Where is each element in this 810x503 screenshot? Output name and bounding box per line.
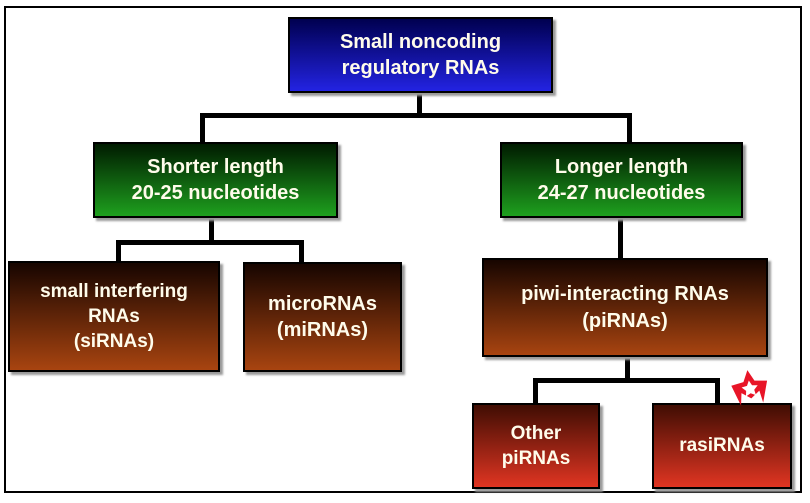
connector-to-mirna (299, 240, 304, 263)
node-shorter-length: Shorter length 20-25 nucleotides (93, 142, 338, 218)
connector-root-stub (417, 93, 422, 117)
connector-to-rasirnas (715, 378, 720, 404)
connector-to-shorter (200, 113, 205, 143)
connector-tier3-horizontal (533, 378, 720, 383)
star-inner-shape (741, 380, 758, 397)
node-rasirnas: rasiRNAs (652, 403, 792, 489)
node-small-noncoding-regulatory-rnas: Small noncoding regulatory RNAs (288, 17, 553, 93)
star-icon (731, 370, 768, 406)
connector-shorter-stub (209, 218, 214, 244)
connector-to-longer (627, 113, 632, 143)
connector-to-sirna (116, 240, 121, 262)
connector-longer-to-pirna (618, 218, 623, 259)
node-sirnas: small interfering RNAs (siRNAs) (8, 261, 220, 372)
connector-pirna-stub (625, 357, 630, 381)
connector-to-other-pirnas (533, 378, 538, 404)
node-mirnas: microRNAs (miRNAs) (243, 262, 402, 372)
connector-tier2-left-horizontal (116, 240, 304, 245)
node-longer-length: Longer length 24-27 nucleotides (500, 142, 743, 218)
connector-tier1-horizontal (200, 113, 632, 118)
node-pirnas: piwi-interacting RNAs (piRNAs) (482, 258, 768, 357)
node-other-pirnas: Other piRNAs (472, 403, 600, 489)
